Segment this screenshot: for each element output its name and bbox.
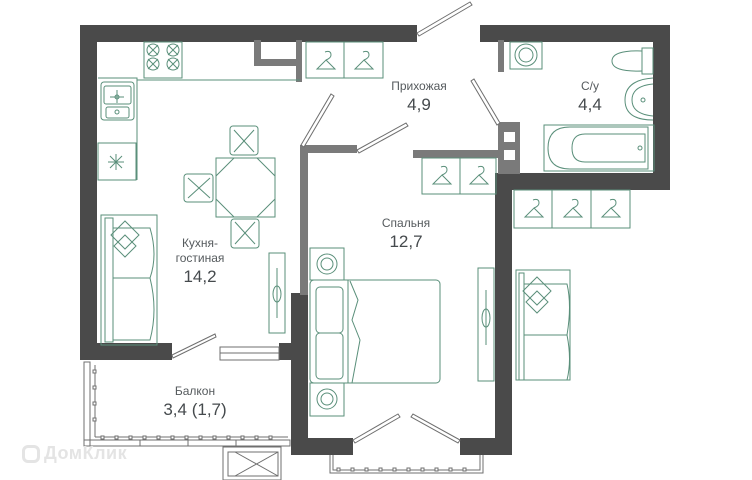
outer-walls [80, 25, 670, 455]
balcony-railing-posts [92, 369, 467, 472]
kitchen-window [219, 346, 280, 361]
room-name-line1: Кухня- [181, 236, 219, 250]
nightstand-icon [309, 382, 345, 417]
kitchen-sink-icon [100, 81, 135, 121]
dining-chair-icon [229, 125, 259, 156]
kitchen-counter [98, 77, 300, 81]
bathtub-icon [543, 124, 655, 172]
doors [171, 1, 501, 444]
nightstand-icon [309, 247, 345, 281]
room-name: Балкон [174, 384, 216, 398]
domclick-logo-icon [22, 445, 40, 463]
room-label-balcony: Балкон 3,4 (1,7) [150, 384, 240, 421]
room-name: Спальня [381, 216, 431, 230]
room-label-kitchen-living: Кухня- гостиная 14,2 [160, 236, 240, 288]
room-name: Прихожая [391, 79, 447, 93]
room-area: 3,4 (1,7) [163, 400, 227, 419]
room-area: 4,9 [407, 95, 431, 114]
room-label-hallway: Прихожая 4,9 [379, 79, 459, 116]
room-area: 14,2 [183, 267, 217, 286]
wardrobe-bedroom-icon [513, 189, 631, 229]
watermark: ДомКлик [22, 443, 127, 464]
room-label-bedroom: Спальня 12,7 [366, 216, 446, 253]
dining-table-icon [215, 157, 276, 218]
watermark-text: ДомКлик [44, 443, 128, 463]
tv-stand-icon [268, 252, 286, 334]
furniture [97, 41, 655, 417]
room-name: С/у [581, 79, 599, 93]
tv-stand-bedroom-icon [477, 267, 495, 382]
room-name-line2: гостиная [175, 251, 225, 265]
dining-chair-icon [230, 218, 260, 249]
room-label-bathroom: С/у 4,4 [560, 79, 620, 116]
room-area: 4,4 [578, 95, 602, 114]
wardrobe-hallway-icon [305, 41, 384, 79]
armchair-sofa-icon [515, 269, 571, 381]
toilet-icon [611, 47, 654, 75]
washbasin-icon [624, 77, 654, 121]
dining-chair-icon [183, 173, 214, 203]
fridge-icon [97, 142, 137, 181]
bed-icon [309, 279, 441, 384]
room-area: 12,7 [389, 232, 423, 251]
wardrobe-hall-2-icon [421, 157, 497, 195]
washing-machine-icon [509, 41, 543, 70]
stove-icon [143, 41, 183, 79]
sofa-icon [100, 214, 158, 346]
bath-partition-gaps [504, 132, 515, 160]
